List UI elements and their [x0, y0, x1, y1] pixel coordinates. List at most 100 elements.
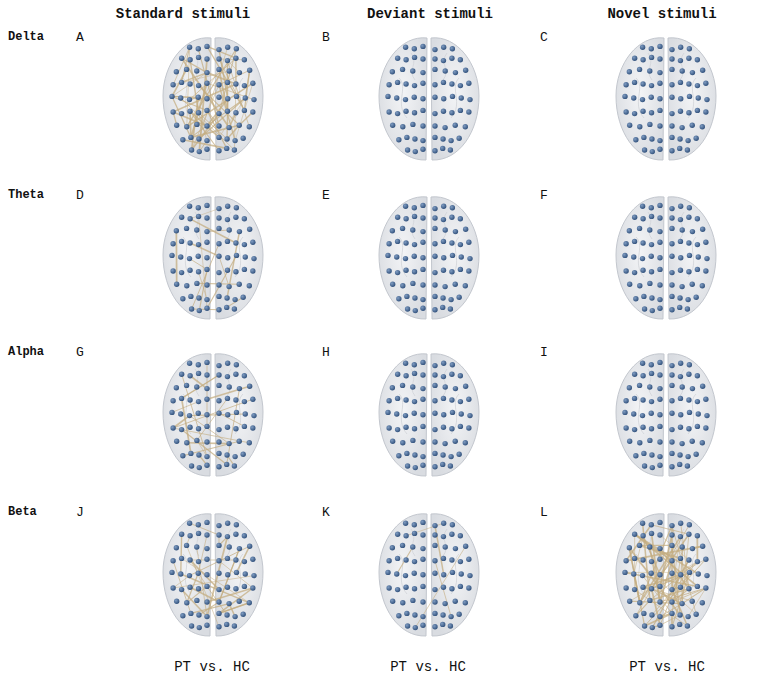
electrode-dot [243, 95, 248, 100]
electrode-dot [187, 204, 192, 209]
electrode-dot [623, 558, 628, 563]
electrode-dot [395, 587, 400, 592]
electrode-dot [184, 283, 189, 288]
electrode-dot [216, 135, 221, 140]
electrode-dot [412, 522, 417, 527]
electrode-dot [403, 268, 408, 273]
electrode-dot [169, 410, 174, 415]
electrode-dot [669, 95, 674, 100]
electrode-dot [687, 253, 692, 258]
electrode-dot [432, 398, 437, 403]
electrode-dot [432, 206, 437, 211]
electrode-dot [420, 267, 425, 272]
electrode-dot [204, 463, 209, 468]
electrode-dot [420, 386, 425, 391]
brain-sulci [636, 369, 696, 434]
electrode-dot [390, 228, 395, 233]
electrode-dot [395, 532, 400, 537]
connection-line [197, 398, 228, 440]
electrode-dot [704, 413, 709, 418]
electrode-dot [386, 109, 391, 114]
electrode-dot [456, 295, 461, 300]
electrode-dot [232, 454, 237, 459]
electrode-dot [189, 306, 194, 311]
electrode-dot [622, 253, 627, 258]
electrode-dot [250, 397, 255, 402]
connection-line [187, 69, 219, 126]
electrode-dot [441, 396, 446, 401]
electrode-dot [179, 427, 184, 432]
electrode-dot [456, 452, 461, 457]
electrode-dot [459, 95, 464, 100]
electrode-dot [669, 383, 674, 388]
electrode-dot [412, 205, 417, 210]
electrode-dot [180, 296, 185, 301]
electrode-dot [450, 253, 455, 258]
electrode-dot [640, 240, 645, 245]
electrode-dot [450, 570, 455, 575]
brain-panel [616, 38, 716, 160]
electrode-dot [657, 96, 662, 101]
electrode-dot [459, 411, 464, 416]
electrode-dot [657, 546, 662, 551]
electrode-dot [637, 543, 642, 548]
electrode-dot [647, 544, 652, 549]
electrode-dot [412, 411, 417, 416]
electrode-dot [680, 227, 685, 232]
electrode-dot [640, 57, 645, 62]
electrode-dot [247, 124, 252, 129]
electrode-dot [463, 600, 468, 605]
electrode-dot [395, 427, 400, 432]
electrode-dot [657, 424, 662, 429]
left-hemisphere [163, 197, 211, 319]
electrode-dot [685, 138, 690, 143]
electrode-dot [680, 544, 685, 549]
electrode-dot [403, 97, 408, 102]
connection-line [219, 561, 253, 588]
electrode-dot [194, 68, 199, 73]
electrode-dot [226, 284, 231, 289]
electrode-dot [225, 80, 230, 85]
electrode-dot [420, 255, 425, 260]
electrode-dot [232, 623, 237, 628]
electrode-dot [649, 399, 654, 404]
electrode-dot [400, 283, 405, 288]
electrode-dot [657, 439, 662, 444]
electrode-dot [204, 215, 209, 220]
electrode-dot [204, 138, 209, 143]
connection-line [172, 96, 191, 137]
electrode-dot [649, 531, 654, 536]
electrode-dot [441, 96, 446, 101]
electrode-dot [640, 521, 645, 526]
electrode-dot [225, 204, 230, 209]
electrode-dot [204, 44, 209, 49]
electrode-dot [204, 360, 209, 365]
brain-sulci [636, 212, 696, 277]
electrode-dot [657, 454, 662, 459]
electrode-dot [179, 270, 184, 275]
electrode-dot [386, 268, 391, 273]
electrode-dot [178, 411, 183, 416]
electrode-dot [420, 70, 425, 75]
electrode-dot [450, 46, 455, 51]
brain-sulci [183, 529, 243, 594]
electrode-dot [703, 268, 708, 273]
electrode-dot [690, 546, 695, 551]
electrode-dot [247, 544, 252, 549]
electrode-dot [432, 47, 437, 52]
electrode-dot [179, 396, 184, 401]
electrode-dot [196, 46, 201, 51]
electrode-dot [227, 68, 232, 73]
electrode-dot [420, 424, 425, 429]
electrode-dot [458, 83, 463, 88]
electrode-dot [640, 81, 645, 86]
column-header: Standard stimuli [116, 6, 250, 23]
electrode-dot [703, 425, 708, 430]
electrode-dot [669, 398, 674, 403]
electrode-dot [232, 297, 237, 302]
electrode-dot [453, 229, 458, 234]
electrode-dot [395, 239, 400, 244]
electrode-dot [448, 463, 453, 468]
electrode-dot [216, 451, 221, 456]
electrode-dot [234, 362, 239, 367]
